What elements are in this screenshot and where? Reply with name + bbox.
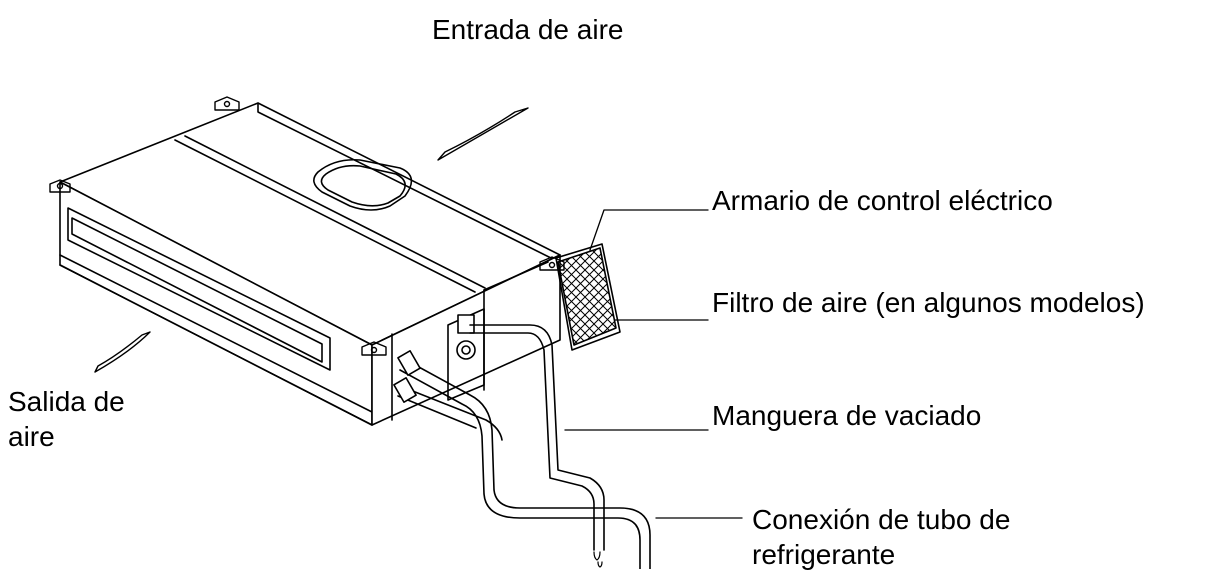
label-refrigerant-pipe: Conexión de tubo de refrigerante [752, 504, 1011, 570]
label-drain-hose: Manguera de vaciado [712, 400, 982, 431]
mounting-brackets [49, 96, 565, 356]
air-outlet-arrow [94, 331, 151, 373]
unit-top-face [59, 102, 561, 346]
drain-hose [469, 324, 605, 568]
air-filter [555, 243, 621, 351]
leader-lines [564, 209, 743, 519]
label-air-inlet: Entrada de aire [432, 14, 624, 45]
label-air-filter: Filtro de aire (en algunos modelos) [712, 287, 1145, 318]
label-air-outlet: Salida de aire [8, 386, 125, 452]
refrigerant-pipes [393, 350, 651, 570]
label-electric-cabinet: Armario de control eléctrico [712, 185, 1053, 216]
leader-electric-cabinet [589, 209, 709, 251]
unit-side-face [371, 254, 561, 426]
air-inlet-arrow [437, 107, 529, 161]
electric-cabinet-outline [447, 308, 485, 401]
